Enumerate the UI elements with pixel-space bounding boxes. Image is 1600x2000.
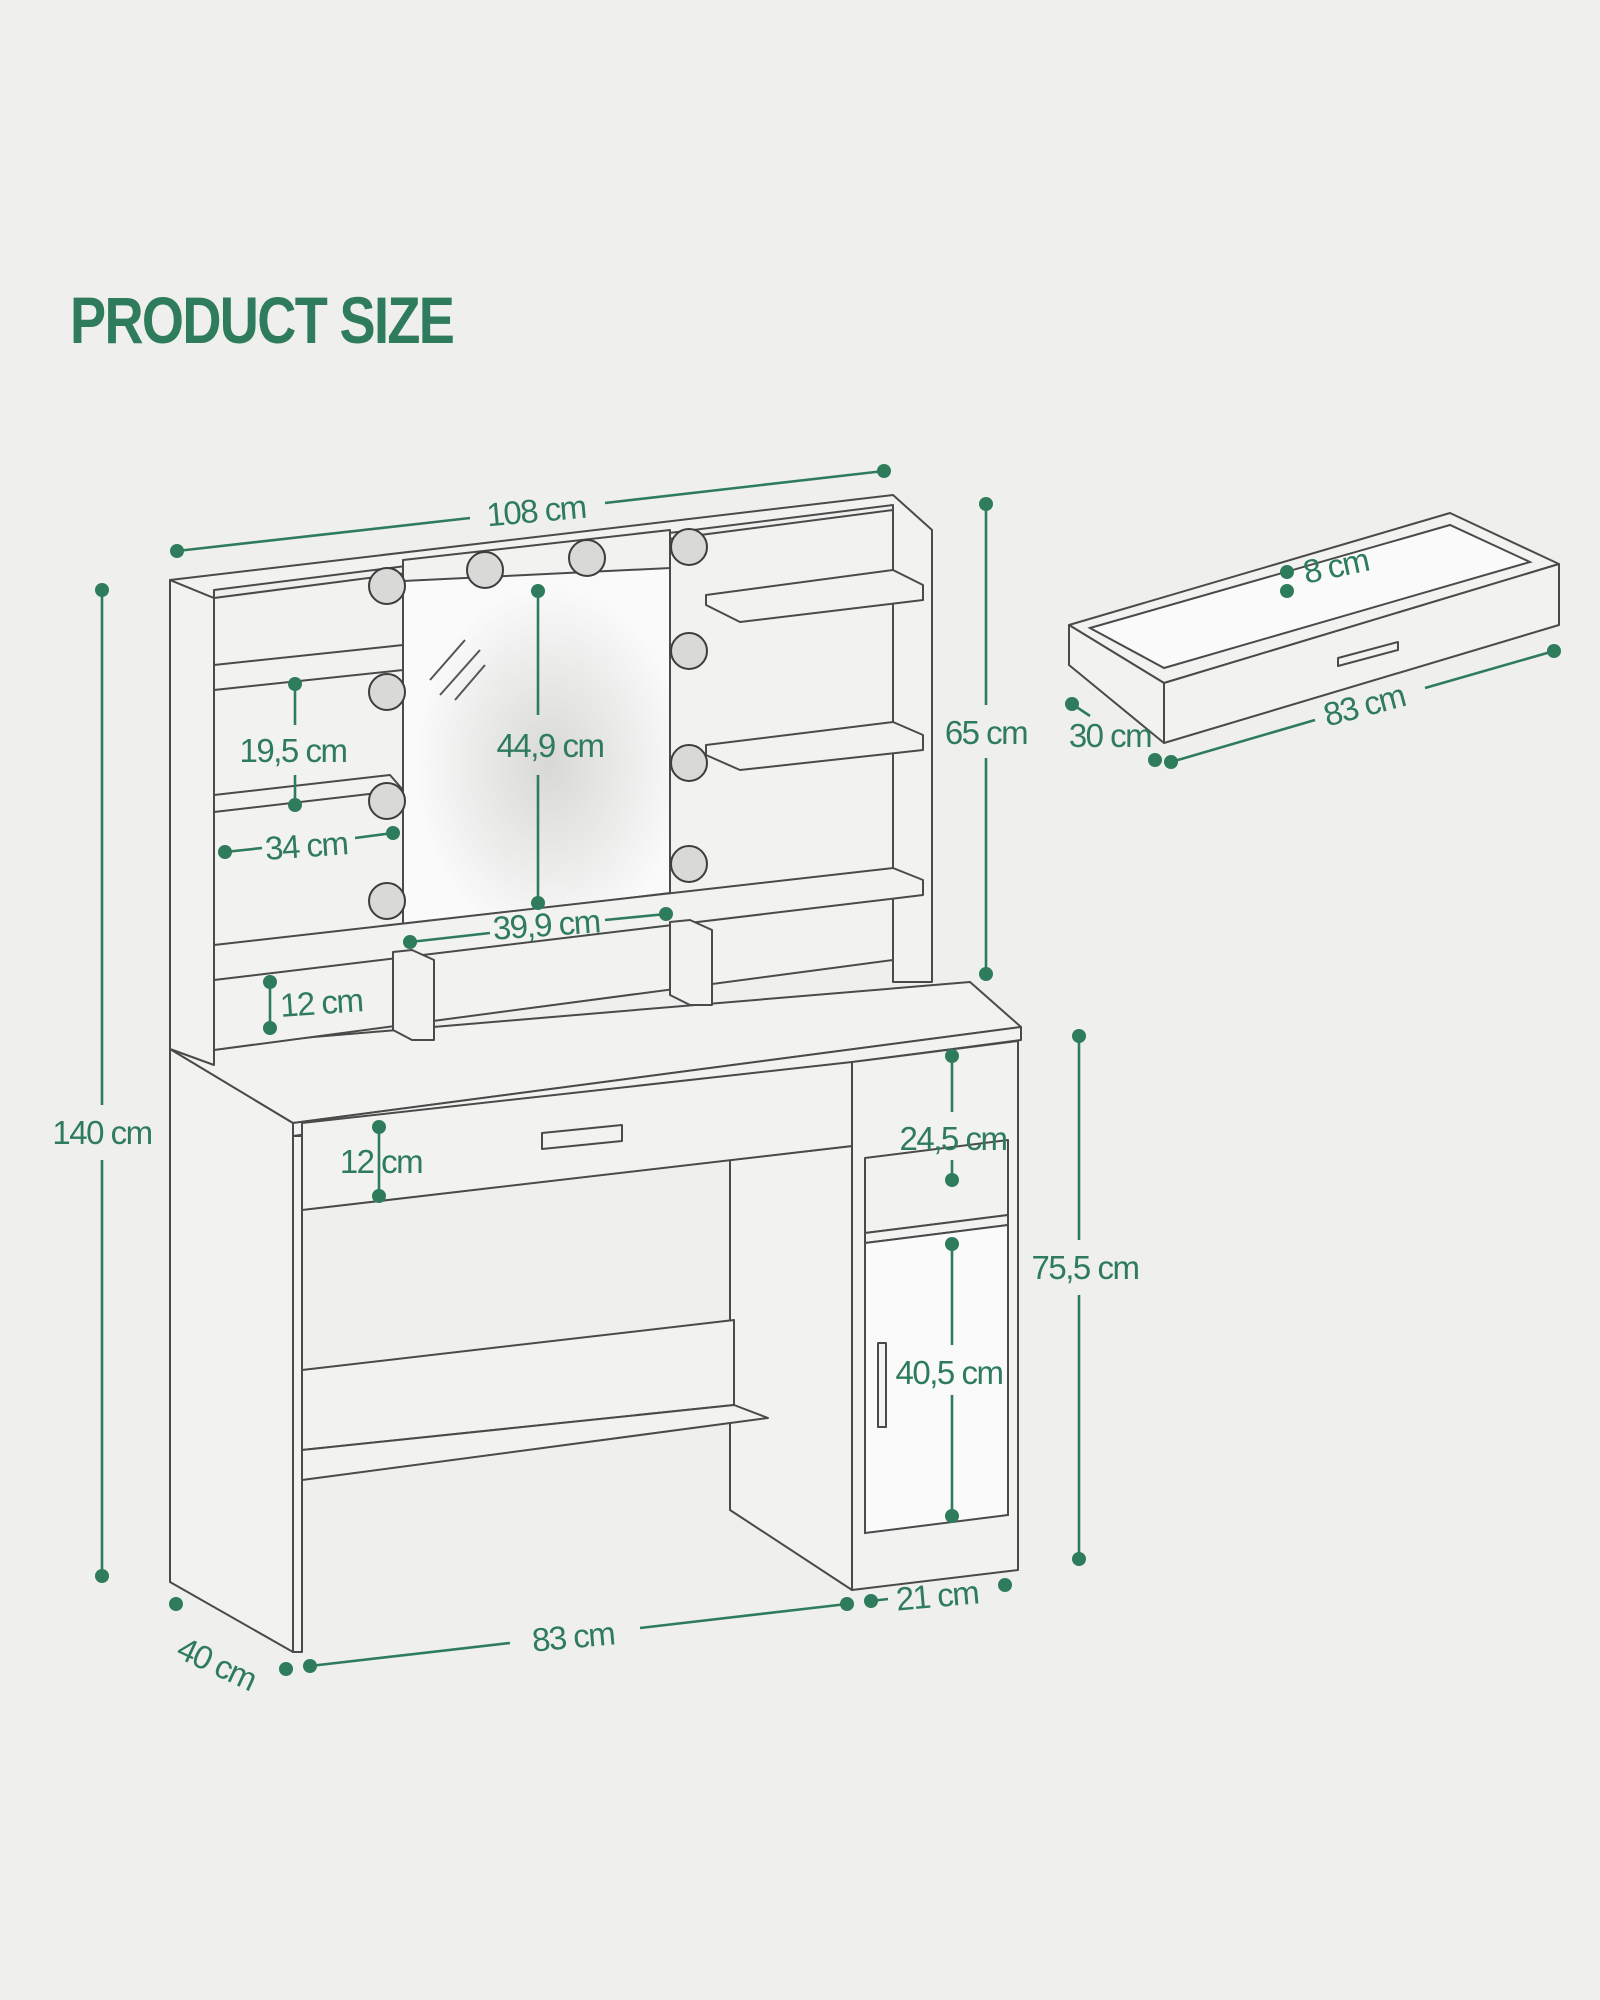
left-shelf-lower [213, 774, 404, 813]
desk [169, 981, 1022, 1653]
left-shelf-upper [213, 644, 404, 691]
label-drawer-length: 30 cm [1069, 717, 1151, 754]
bulb-icon [670, 632, 708, 670]
label-total-height: 140 cm [52, 1114, 151, 1151]
bulb-icon [670, 744, 708, 782]
label-depth: 40 cm [172, 1629, 262, 1697]
bulb-icon [670, 528, 708, 566]
label-desk-inner-width: 83 cm [530, 1615, 615, 1659]
page-title: PRODUCT SIZE [70, 283, 455, 357]
light-bulbs [368, 528, 708, 920]
door-handle [877, 1342, 887, 1428]
label-open-compartment-height: 24,5 cm [900, 1120, 1007, 1157]
bulb-icon [368, 882, 406, 920]
bulb-icon [368, 782, 406, 820]
label-mirror-width: 39,9 cm [492, 902, 601, 946]
dimension-lines [95, 464, 1561, 1676]
drawer-detail-handle [1337, 641, 1399, 667]
bulb-icon [368, 673, 406, 711]
right-shelf-upper [705, 569, 924, 623]
lower-shelf [301, 1404, 769, 1481]
drawer-detail [1068, 512, 1560, 744]
label-hutch-bottom-gap: 12 cm [279, 981, 364, 1024]
hutch [169, 494, 933, 1066]
bulb-icon [670, 845, 708, 883]
bulb-icon [568, 539, 606, 577]
label-left-shelf-spacing: 19,5 cm [240, 732, 347, 769]
label-cabinet-width: 21 cm [894, 1574, 979, 1618]
drawer-handle [541, 1124, 623, 1150]
label-hutch-height: 65 cm [945, 714, 1027, 751]
cabinet-door [864, 1223, 1009, 1535]
label-left-shelf-width: 34 cm [264, 824, 349, 867]
label-door-height: 40,5 cm [896, 1354, 1003, 1391]
label-mirror-height: 44,9 cm [497, 727, 604, 764]
label-total-width: 108 cm [485, 488, 587, 534]
left-leg [292, 1135, 303, 1653]
bulb-icon [368, 567, 406, 605]
bulb-icon [466, 551, 504, 589]
hutch-bottom-shelf [213, 867, 924, 981]
label-drawer-front-height: 12 cm [340, 1143, 422, 1180]
label-desk-height: 75,5 cm [1032, 1249, 1139, 1286]
